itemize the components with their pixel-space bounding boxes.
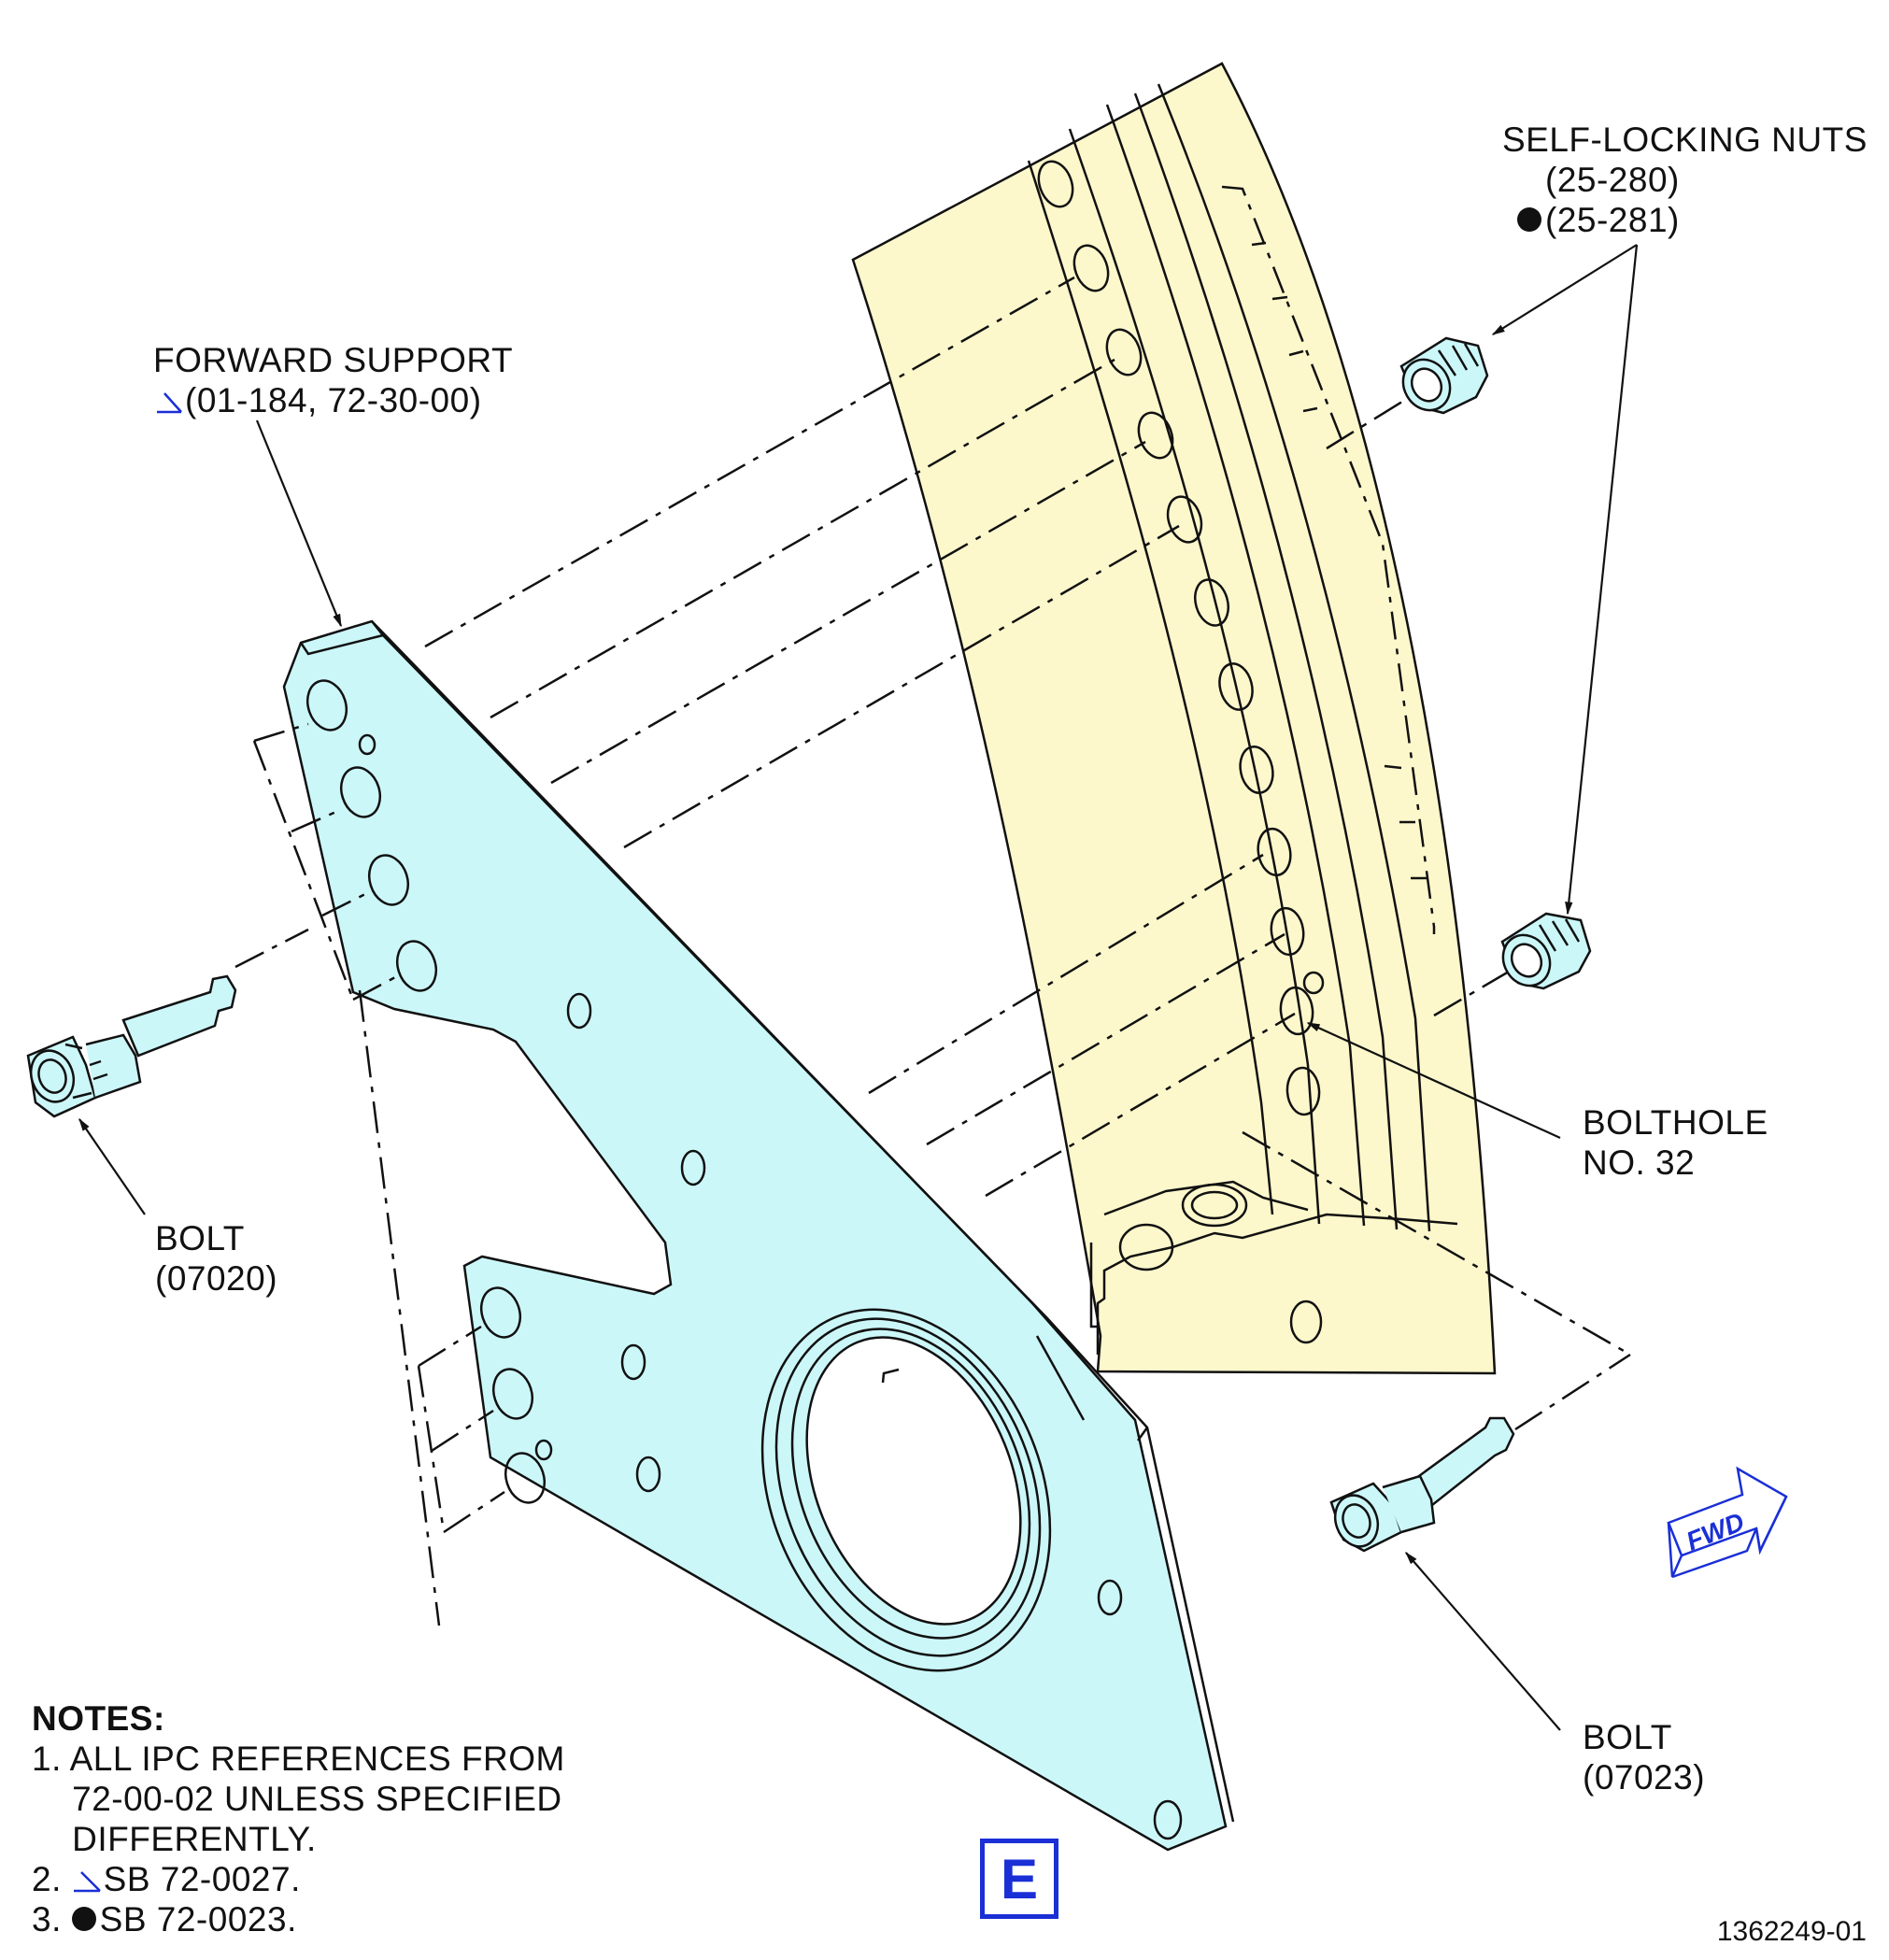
self-locking-nuts-ref-2: (25-281) [1545,201,1680,239]
notes-heading: NOTES: [32,1699,165,1738]
forward-support-bracket [282,619,1235,1852]
note-3: 3. SB 72-0023. [32,1899,565,1939]
note-1-line-1: 1. ALL IPC REFERENCES FROM [32,1740,565,1778]
note-2: 2. SB 72-0027. [32,1859,565,1899]
note-2-text: SB 72-0027. [103,1860,301,1898]
bolthole-label-line1: BOLTHOLE [1583,1103,1768,1142]
engine-case [851,62,1497,1375]
bolt-07020-ref: (07020) [155,1259,278,1298]
forward-support-label: FORWARD SUPPORT [153,341,514,379]
forward-support-ref-row: (01-184, 72-30-00) [153,380,482,420]
figure-number: 1362249-01 [1716,1916,1867,1947]
assembly-lines [234,276,1631,1626]
flange-bolt-holes [1037,160,1325,1344]
forward-direction-arrow: FWD [1667,1466,1788,1579]
sb-0027-flag-icon [73,1871,101,1893]
self-locking-nuts-label: SELF-LOCKING NUTS [1502,121,1868,159]
leader-lines [78,244,1639,1731]
notes-block: NOTES: 1. ALL IPC REFERENCES FROM 72-00-… [32,1698,565,1939]
bolt-07023 [1329,1416,1515,1553]
note-1-line-3: DIFFERENTLY. [32,1820,317,1858]
note-3-number: 3. [32,1900,72,1939]
bolt-07023-label: BOLT [1583,1718,1672,1756]
sb-0027-flag-icon [157,392,182,414]
view-letter-box: E [980,1839,1058,1919]
self-locking-nut-lower [1500,912,1592,990]
note-3-text: SB 72-0023. [99,1900,297,1939]
bolt-07020 [26,974,237,1118]
note-1-line-2: 72-00-02 UNLESS SPECIFIED [32,1780,562,1818]
bolt-07020-label: BOLT [155,1219,245,1257]
bolt-07023-ref: (07023) [1583,1758,1706,1797]
bolthole-label-line2: NO. 32 [1583,1143,1696,1182]
sb-0023-dot-icon [1517,207,1541,232]
sb-0023-dot-icon [71,1907,96,1931]
self-locking-nuts-ref-2-row: (25-281) [1517,200,1680,240]
self-locking-nut-upper [1399,336,1489,415]
forward-support-ref: (01-184, 72-30-00) [185,381,482,419]
self-locking-nuts-ref-1: (25-280) [1545,161,1680,199]
note-2-number: 2. [32,1860,72,1898]
